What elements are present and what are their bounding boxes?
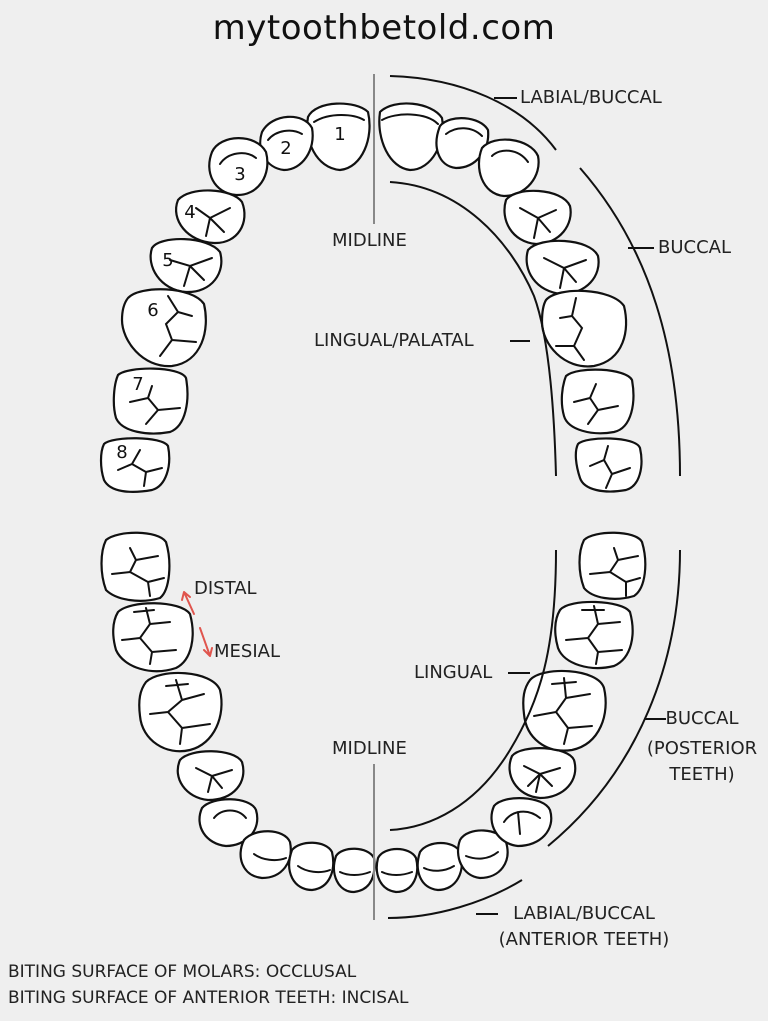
- label-buccal-posterior-line2: (POSTERIOR: [646, 738, 758, 759]
- upper-tooth-16: [574, 437, 643, 493]
- tooth-number-4: 4: [184, 202, 195, 223]
- upper-tooth-15: [560, 368, 635, 435]
- label-upper-midline: MIDLINE: [332, 230, 407, 251]
- lower-buccal-arc: [547, 549, 681, 847]
- tooth-number-5: 5: [162, 250, 173, 271]
- upper-occlusal-grooves: [117, 113, 631, 489]
- lower-tooth-22: [456, 829, 509, 880]
- upper-tooth-11: [477, 138, 540, 198]
- upper-buccal-arc: [579, 167, 681, 477]
- upper-arch: [99, 102, 643, 493]
- upper-tooth-1: [306, 102, 371, 172]
- distal-arrow: [181, 591, 195, 615]
- tooth-number-6: 6: [147, 300, 158, 321]
- lower-tooth-19: [522, 669, 607, 752]
- lower-tooth-30: [138, 671, 223, 753]
- label-buccal: BUCCAL: [658, 237, 732, 258]
- tooth-number-7: 7: [132, 374, 143, 395]
- tooth-number-1: 1: [334, 124, 345, 145]
- upper-tooth-14: [540, 289, 628, 368]
- upper-tooth-3: [208, 137, 269, 197]
- lower-lingual-arc: [389, 549, 557, 831]
- mesial-arrow: [199, 627, 213, 657]
- label-labial-anterior-line1: LABIAL/BUCCAL: [513, 903, 655, 924]
- tooth-number-3: 3: [234, 164, 245, 185]
- upper-labial-arc: [389, 75, 557, 151]
- lower-tooth-23: [416, 841, 463, 892]
- label-lower-midline: MIDLINE: [332, 738, 407, 759]
- lower-tooth-26: [288, 841, 335, 892]
- tooth-number-8: 8: [116, 442, 127, 463]
- tooth-numbers: 1 2 3 4 5 6 7 8: [116, 124, 345, 463]
- upper-lingual-arc: [389, 181, 557, 477]
- lower-tooth-32: [100, 531, 171, 602]
- lower-labial-arc: [387, 879, 523, 919]
- lower-tooth-21: [490, 797, 553, 848]
- lower-arch: [100, 531, 647, 894]
- label-buccal-posterior-line1: BUCCAL: [665, 708, 739, 729]
- label-labial-anterior-line2: (ANTERIOR TEETH): [498, 929, 670, 950]
- label-distal: DISTAL: [194, 578, 257, 599]
- direction-arrows: [181, 591, 213, 657]
- lower-occlusal-grooves: [111, 547, 641, 876]
- lower-tooth-27: [239, 830, 292, 880]
- lower-tooth-17: [578, 531, 647, 600]
- label-mesial: MESIAL: [214, 641, 280, 662]
- tooth-number-2: 2: [280, 138, 291, 159]
- leader-lines: [476, 97, 666, 915]
- lower-tooth-31: [112, 602, 194, 673]
- label-buccal-posterior-line3: TEETH): [669, 764, 735, 785]
- label-lingual: LINGUAL: [414, 662, 493, 683]
- upper-tooth-9: [378, 102, 444, 172]
- lower-tooth-24: [375, 847, 419, 894]
- site-title: mytoothbetold.com: [212, 8, 556, 48]
- lower-tooth-25: [332, 847, 376, 894]
- lower-tooth-18: [554, 600, 634, 670]
- label-lingual-palatal: LINGUAL/PALATAL: [314, 330, 474, 351]
- label-labial-buccal: LABIAL/BUCCAL: [520, 87, 662, 108]
- footer-incisal-note: BITING SURFACE OF ANTERIOR TEETH: INCISA…: [8, 988, 409, 1008]
- surface-arcs: [387, 75, 681, 919]
- upper-tooth-6: [120, 288, 207, 368]
- footer-occlusal-note: BITING SURFACE OF MOLARS: OCCLUSAL: [8, 962, 357, 982]
